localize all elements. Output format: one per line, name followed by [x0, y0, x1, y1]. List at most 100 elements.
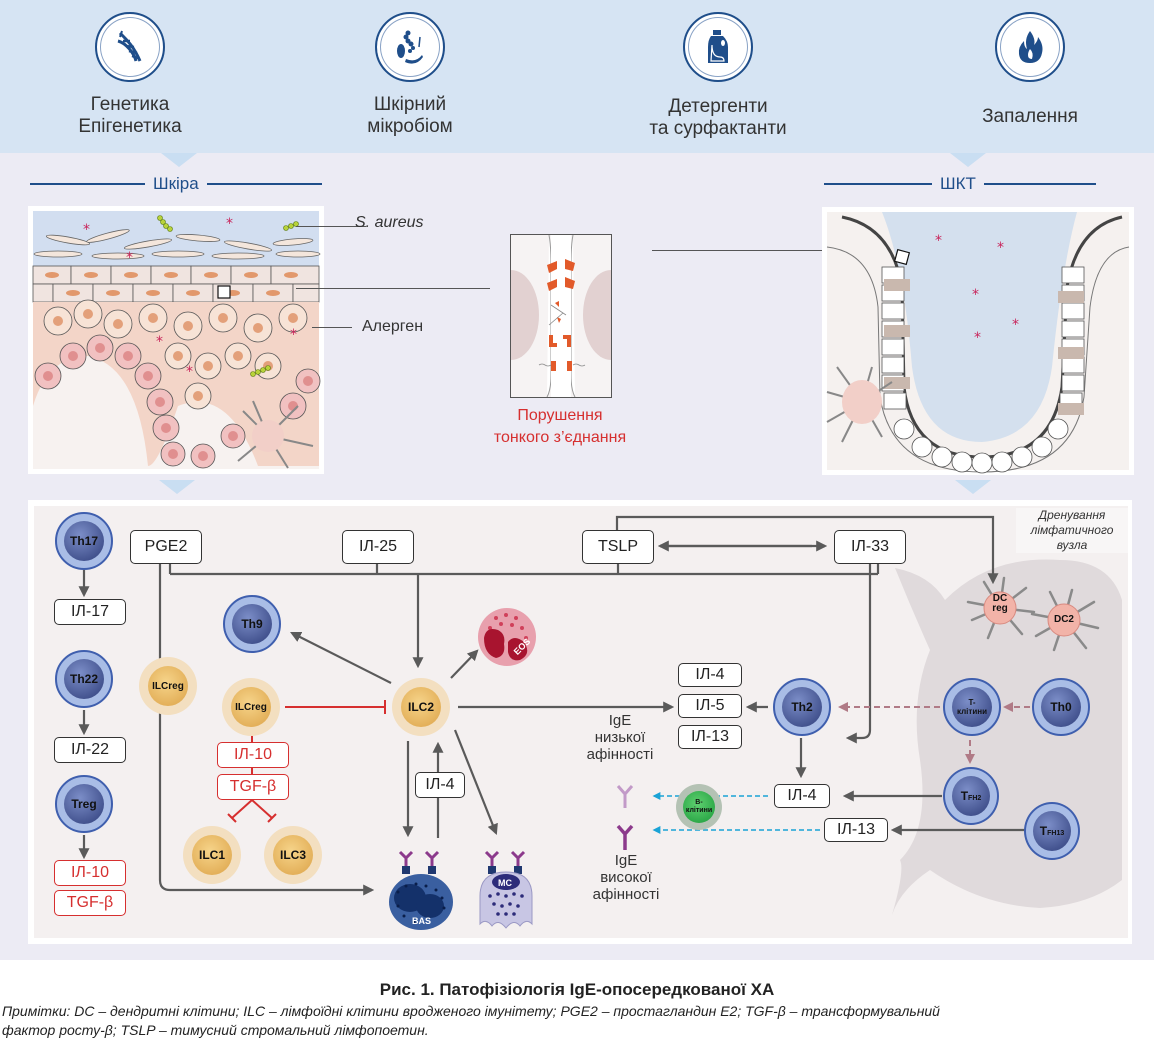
cell-treg[interactable]: Treg	[55, 775, 113, 833]
cell-th0[interactable]: Th0	[1032, 678, 1090, 736]
section-header-gut: ШКТ	[824, 172, 1096, 196]
mediator-il25[interactable]: ІЛ-25	[342, 530, 414, 564]
mediator-tgfb-ilcreg[interactable]: TGF-β	[217, 774, 289, 800]
cell-label: Th0	[1041, 687, 1081, 727]
cell-label: BAS	[412, 916, 431, 926]
cell-label-line2: клітини	[957, 707, 987, 716]
mediator-il10-treg[interactable]: ІЛ-10	[54, 860, 126, 886]
mediator-il5-th2[interactable]: ІЛ-5	[678, 694, 742, 718]
mediator-il4-th2[interactable]: ІЛ-4	[678, 663, 742, 687]
factor-label: та сурфактанти	[649, 118, 787, 139]
svg-text:*: *	[972, 287, 979, 303]
ige-label-line2: низької	[594, 729, 646, 746]
cell-mast-cell[interactable]: MC	[474, 846, 538, 932]
svg-text:*: *	[126, 250, 133, 266]
tight-junction-line1: Порушення	[517, 407, 603, 424]
cell-dc2[interactable]: DC2	[1028, 588, 1100, 652]
cell-label: B- клітини	[683, 791, 715, 823]
cell-label-sub: FH2	[968, 795, 982, 802]
detergent-bottle-icon	[683, 12, 753, 82]
lymph-node-label-line3: вузла	[1056, 538, 1088, 552]
lymph-node-label-line2: лімфатичного	[1030, 523, 1114, 537]
figure-notes-line2: фактор росту-β; TSLP – тимусний стромаль…	[2, 1022, 429, 1038]
factor-inflammation: Запалення	[920, 12, 1140, 128]
cell-basophil[interactable]: BAS	[386, 846, 456, 932]
cell-ilc2[interactable]: ILC2	[392, 678, 450, 736]
mediator-il10-ilcreg[interactable]: ІЛ-10	[217, 742, 289, 768]
s-aureus-label: S. aureus	[355, 214, 424, 231]
mediator-il4-tfh[interactable]: ІЛ-4	[774, 784, 830, 808]
lymph-node-label-line1: Дренування	[1038, 508, 1106, 522]
cell-ilc3[interactable]: ILC3	[264, 826, 322, 884]
cell-label-main: T	[960, 789, 969, 803]
cell-label: ILCreg	[148, 666, 188, 706]
eosinophil-icon: EOS	[478, 608, 536, 666]
mediator-il13-th2[interactable]: ІЛ-13	[678, 725, 742, 749]
section-header-skin: Шкіра	[30, 172, 322, 196]
mediator-il22[interactable]: ІЛ-22	[54, 737, 126, 763]
mediator-il33[interactable]: ІЛ-33	[834, 530, 906, 564]
cell-eosinophil[interactable]: EOS	[476, 606, 538, 668]
svg-text:*: *	[974, 330, 981, 346]
cell-b-cells[interactable]: B- клітини	[676, 784, 722, 830]
skin-illustration: ******	[28, 206, 324, 474]
cell-ilcreg-left[interactable]: ILCreg	[139, 657, 197, 715]
mediator-tgfb-treg[interactable]: TGF-β	[54, 890, 126, 916]
gut-crypt-drawing: *****	[826, 212, 1130, 474]
cell-th22[interactable]: Th22	[55, 650, 113, 708]
cell-th2[interactable]: Th2	[773, 678, 831, 736]
cell-t-cells[interactable]: T-клітини	[943, 678, 1001, 736]
cell-th17[interactable]: Th17	[55, 512, 113, 570]
microbes-icon	[375, 12, 445, 82]
cell-label: ILC3	[273, 835, 313, 875]
cell-label-line2: reg	[992, 603, 1008, 614]
leader-line	[652, 250, 902, 251]
mediator-il4-basophil[interactable]: ІЛ-4	[415, 772, 465, 798]
figure-title: Рис. 1. Патофізіологія IgE-опосередкован…	[379, 980, 775, 999]
mediator-il13-tfh[interactable]: ІЛ-13	[824, 818, 888, 842]
svg-text:*: *	[1012, 317, 1019, 333]
cell-label: MC	[498, 878, 512, 888]
pointer-triangle	[955, 480, 991, 494]
dendritic-cell-icon	[966, 576, 1036, 640]
cell-label: ILC1	[192, 835, 232, 875]
cell-label: Treg	[64, 784, 104, 824]
cell-label-line2: клітини	[685, 807, 713, 814]
cell-label: Th2	[782, 687, 822, 727]
cell-label: DC2	[1053, 614, 1074, 625]
ige-label-line3: афінності	[592, 886, 660, 903]
pointer-triangle	[161, 153, 197, 167]
gut-illustration: *****	[822, 207, 1134, 475]
svg-text:*: *	[997, 240, 1004, 256]
cell-label: Th17	[64, 521, 104, 561]
cell-label-sub: FH13	[1047, 830, 1065, 837]
ige-high-affinity-label: IgE високої афінності	[578, 852, 674, 903]
svg-text:*: *	[156, 334, 163, 350]
ige-label-line2: високої	[600, 869, 652, 886]
factor-label: Епігенетика	[78, 116, 182, 137]
cell-label: T-клітини	[952, 687, 992, 727]
svg-text:*: *	[83, 222, 90, 238]
pointer-triangle	[950, 153, 986, 167]
ige-label-line1: IgE	[614, 852, 638, 869]
dna-icon	[95, 12, 165, 82]
cell-ilc1[interactable]: ILC1	[183, 826, 241, 884]
tight-junction-inset	[483, 234, 639, 398]
mediator-tslp[interactable]: TSLP	[582, 530, 654, 564]
section-title: Шкіра	[153, 174, 199, 193]
mediator-pge2[interactable]: PGE2	[130, 530, 202, 564]
lymph-node-label: Дренування лімфатичного вузла	[1016, 508, 1128, 553]
cell-ilcreg-mid[interactable]: ILCreg	[222, 678, 280, 736]
leader-line	[296, 226, 366, 227]
svg-text:*: *	[186, 364, 193, 380]
mediator-il17[interactable]: ІЛ-17	[54, 599, 126, 625]
ige-low-affinity-label: IgE низької афінності	[572, 712, 668, 763]
cell-th9[interactable]: Th9	[223, 595, 281, 653]
